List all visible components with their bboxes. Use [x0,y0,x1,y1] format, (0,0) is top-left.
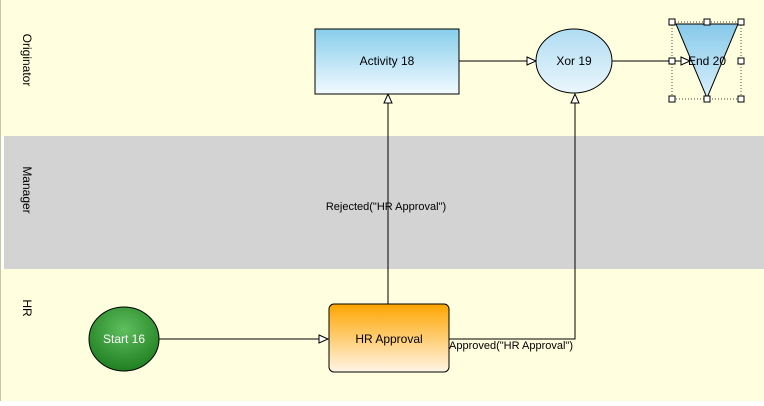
hr-approval-label: HR Approval [355,332,422,346]
hr-approval-node[interactable]: HR Approval [328,303,450,373]
start-16-node[interactable]: Start 16 [88,306,160,372]
edge-approved[interactable] [449,92,580,340]
xor-19-label: Xor 19 [556,54,592,68]
end-20-label: End 20 [688,54,726,68]
lane-label-originator: Originator [20,34,34,87]
start-16-label: Start 16 [103,332,145,346]
xor-19-node[interactable]: Xor 19 [535,28,613,94]
edge-label-rejected: Rejected("HR Approval") [326,201,446,213]
activity-18-label: Activity 18 [360,54,415,68]
end-20-node[interactable]: End 20 [668,18,745,103]
lane-manager [4,136,764,269]
selection-handles[interactable] [668,18,745,103]
edge-label-approved: Approved("HR Approval") [449,340,573,352]
activity-18-node[interactable]: Activity 18 [314,28,460,95]
lane-label-manager: Manager [20,166,34,213]
lane-label-hr: HR [20,299,34,317]
